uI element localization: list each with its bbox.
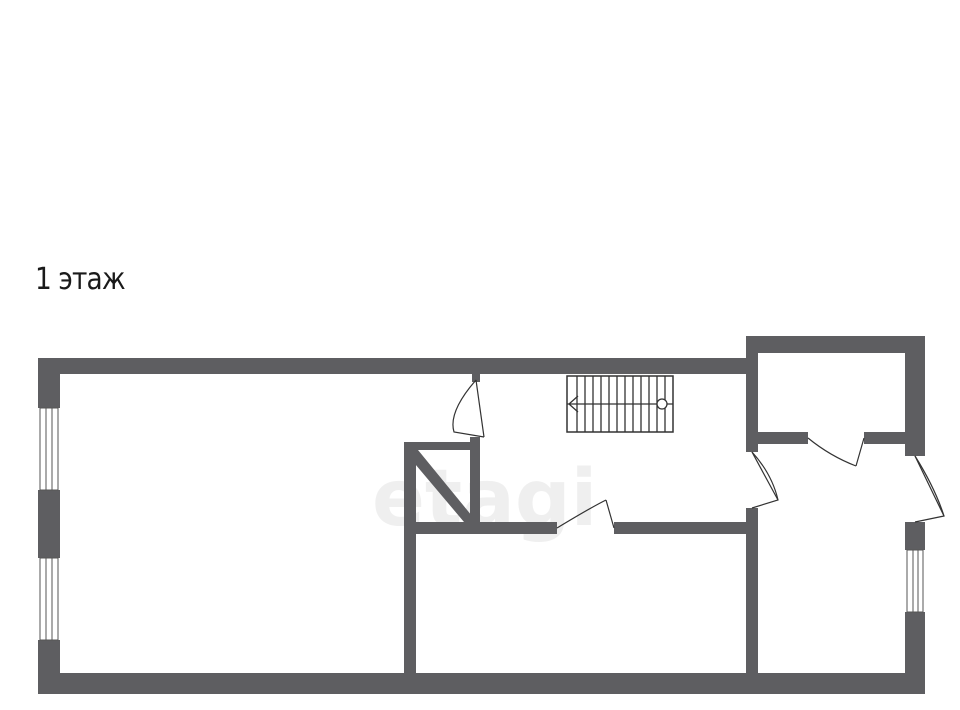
window-annex-right	[906, 549, 924, 613]
wall-shaft-top	[404, 442, 476, 450]
door-annex-left	[751, 451, 779, 509]
window-left-upper	[39, 407, 59, 491]
wall-top	[38, 358, 746, 374]
wall-closet-left	[746, 432, 808, 444]
window-left-lower	[39, 557, 59, 641]
door-closet	[807, 437, 865, 467]
wall-annex-right-middle	[905, 522, 925, 550]
door-hall-bottom	[556, 499, 615, 529]
wall-left-top	[38, 358, 60, 408]
wall-shaft-right	[470, 437, 480, 522]
wall-left-bottom	[38, 640, 60, 694]
wall-annex-left-upper	[746, 336, 758, 452]
wall-annex-right-upper	[905, 336, 925, 456]
wall-annex-left-lower	[746, 508, 758, 694]
staircase	[566, 375, 674, 433]
floor-title: 1 этаж	[35, 262, 126, 297]
wall-partition-vertical	[404, 442, 416, 694]
wall-hall-bottom-left	[404, 522, 557, 534]
walls	[38, 336, 925, 694]
wall-shaft-stub	[472, 374, 480, 382]
door-room-left	[452, 379, 485, 438]
wall-annex-top	[746, 336, 925, 353]
shaft-diagonal	[410, 450, 472, 522]
wall-bottom	[38, 673, 925, 694]
wall-annex-right-lower	[905, 612, 925, 694]
wall-hall-bottom-right	[614, 522, 746, 534]
wall-left-middle	[38, 490, 60, 558]
door-annex-right	[914, 455, 945, 523]
wall-closet-right	[864, 432, 925, 444]
